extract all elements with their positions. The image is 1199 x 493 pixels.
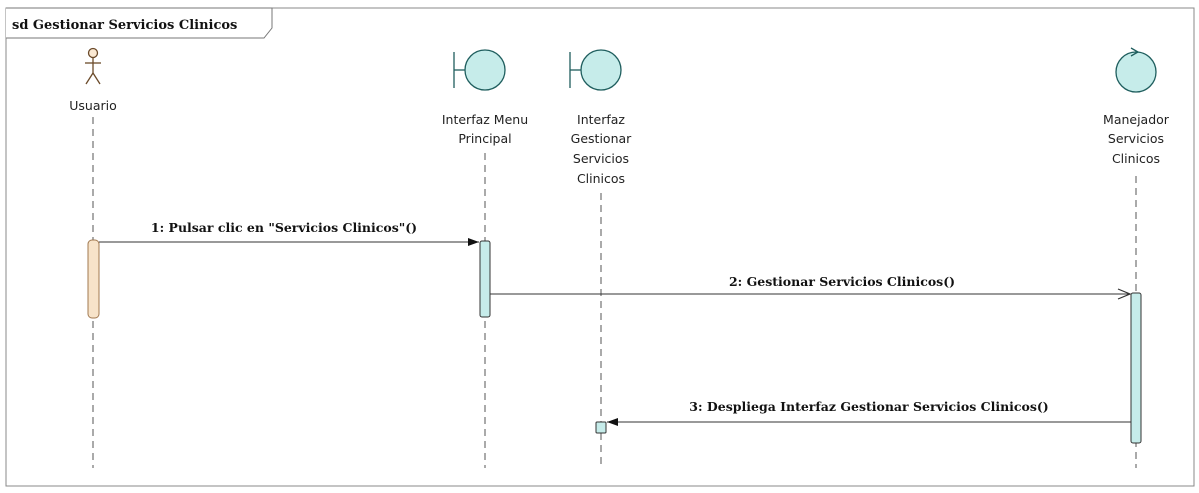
participant-label-line: Interfaz Menu — [442, 112, 528, 127]
activation-bar-interfaz-gestionar — [595, 421, 607, 434]
actor-stick-figure-icon — [85, 47, 101, 85]
boundary-icon — [453, 49, 506, 91]
diagram-frame — [5, 7, 1195, 487]
participant-label-line: Interfaz — [577, 112, 625, 127]
participant-label-line: Servicios — [1108, 131, 1164, 146]
participant-label-line: Gestionar — [571, 131, 632, 146]
message-2[interactable]: 2: Gestionar Servicios Clinicos() — [490, 274, 1130, 294]
message-1[interactable]: 1: Pulsar clic en "Servicios Clinicos"() — [99, 220, 479, 246]
frame-title-tab — [6, 7, 273, 39]
message-3[interactable]: 3: Despliega Interfaz Gestionar Servicio… — [607, 399, 1131, 426]
participant-label-line: Manejador — [1103, 112, 1170, 127]
message-label: 1: Pulsar clic en "Servicios Clinicos"() — [151, 220, 417, 235]
participant-label-line: Principal — [458, 131, 511, 146]
participant-manejador-servicios-clinicos[interactable]: Manejador Servicios Clinicos — [1103, 47, 1170, 166]
activation-bar-manejador — [1130, 292, 1142, 444]
message-label: 3: Despliega Interfaz Gestionar Servicio… — [689, 399, 1048, 414]
activation-bar-usuario — [87, 239, 100, 319]
participant-interfaz-menu-principal[interactable]: Interfaz Menu Principal — [442, 49, 528, 146]
participant-label-line: Clinicos — [1112, 151, 1160, 166]
activation-bar-interfaz-menu-principal — [479, 240, 491, 318]
actor-usuario[interactable]: Usuario — [69, 47, 117, 114]
boundary-icon — [569, 49, 622, 91]
participant-label-line: Servicios — [573, 151, 629, 166]
message-label: 2: Gestionar Servicios Clinicos() — [729, 274, 955, 289]
frame-title: sd Gestionar Servicios Clinicos — [12, 18, 237, 33]
control-icon — [1115, 47, 1157, 93]
participant-label: Usuario — [69, 98, 117, 113]
participant-interfaz-gestionar-servicios-clinicos[interactable]: Interfaz Gestionar Servicios Clinicos — [569, 49, 632, 186]
participant-label-line: Clinicos — [577, 171, 625, 186]
